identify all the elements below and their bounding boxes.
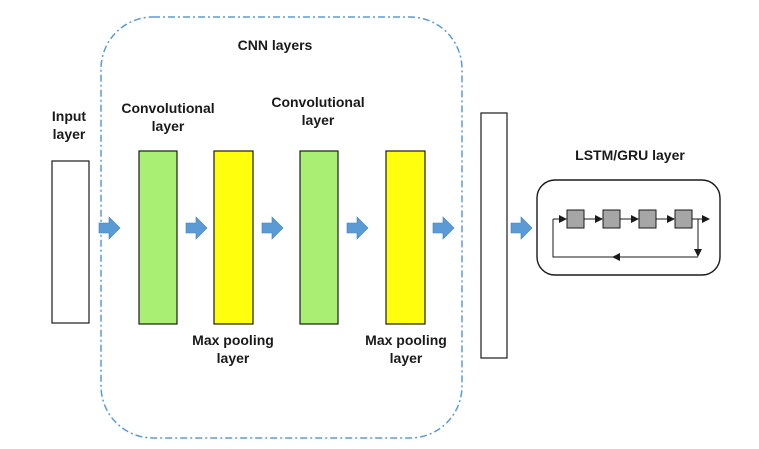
- cnn-group-title: CNN layers: [237, 37, 313, 53]
- flow-arrow-pool2-flatten: [432, 216, 455, 240]
- rnn-container: [536, 179, 721, 276]
- input-layer-block: [51, 160, 90, 324]
- flow-arrow-input-conv1: [98, 216, 121, 240]
- input-layer-label: Input layer: [51, 108, 87, 142]
- pool2-label: Max pooling layer: [365, 332, 447, 366]
- flow-arrow-flatten-rnn: [510, 216, 533, 240]
- rnn-cell-1: [566, 209, 585, 229]
- rnn-cell-4: [674, 209, 693, 229]
- pool1-block: [213, 150, 254, 325]
- pool2-block: [385, 150, 426, 325]
- flow-arrow-conv2-pool2: [346, 216, 369, 240]
- pool1-label: Max pooling layer: [192, 332, 274, 366]
- rnn-loop-left-line: [552, 219, 614, 258]
- flow-arrow-pool1-conv2: [261, 216, 284, 240]
- conv1-block: [138, 150, 178, 325]
- conv2-block: [299, 150, 339, 325]
- rnn-cell-3: [638, 209, 657, 229]
- conv2-label: Convolutional layer: [271, 94, 365, 128]
- conv1-label: Convolutional layer: [121, 100, 215, 134]
- flow-arrow-conv1-pool1: [185, 216, 208, 240]
- rnn-cell-2: [602, 209, 621, 229]
- rnn-loop-arrowhead: [612, 253, 620, 261]
- rnn-title: LSTM/GRU layer: [575, 147, 685, 163]
- flatten-layer-block: [480, 112, 508, 359]
